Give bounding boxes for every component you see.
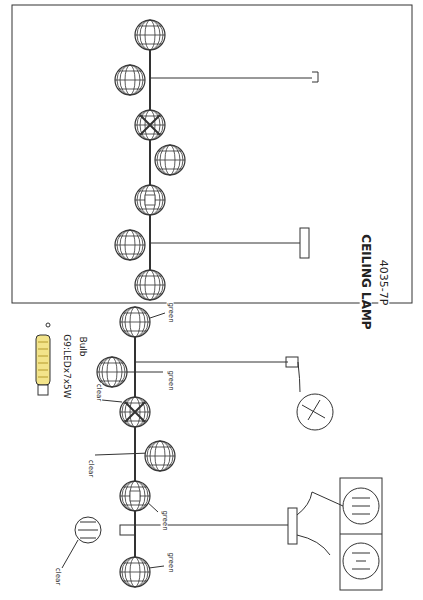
glass-globe [135, 20, 165, 50]
leader [150, 313, 165, 318]
bulb-lines [38, 342, 48, 377]
glass-globe [120, 307, 150, 337]
glass-color-label: green [161, 509, 168, 531]
glass-globe [135, 110, 165, 140]
lamp-bar [149, 35, 151, 285]
bulb-base [38, 385, 48, 395]
glass-color-label: clear [96, 382, 103, 401]
leader [149, 566, 164, 568]
leader [126, 372, 163, 373]
suspension-rod [135, 525, 288, 526]
glass-globe [120, 557, 150, 587]
canopy [288, 508, 297, 544]
bulb-holder [120, 525, 135, 535]
rod-end [312, 72, 318, 82]
glass-globe [115, 65, 145, 95]
detail-parts [352, 498, 370, 569]
view-frame [12, 5, 412, 303]
detail-parts [78, 522, 98, 538]
glass-globe [145, 441, 175, 471]
wire [298, 362, 300, 392]
suspension-rod [150, 243, 300, 244]
glass-globe [120, 481, 150, 511]
title-text: CEILING LAMP [360, 233, 372, 330]
glass-color-label: green [167, 551, 174, 573]
wire [297, 492, 330, 555]
detail-parts [302, 400, 325, 420]
detail-circle [297, 394, 333, 430]
glass-color-label: clear [88, 458, 95, 477]
title-text: 4035-7P [378, 258, 389, 306]
leader [62, 540, 78, 568]
suspension-rod [135, 362, 288, 363]
detail-panel [340, 478, 382, 590]
bulb-icon [36, 335, 50, 385]
glass-color-label: green [167, 369, 174, 391]
canopy [300, 228, 309, 258]
leader [95, 453, 150, 455]
glass-globe [155, 145, 185, 175]
glass-color-label: clear [55, 566, 62, 585]
glass-globe [120, 397, 150, 427]
detail-circle [75, 517, 101, 543]
glass-globe [135, 185, 165, 215]
leader [312, 492, 343, 506]
glass-color-label: green [167, 301, 174, 323]
bulb-pin [46, 323, 50, 327]
rod-clamp [286, 357, 298, 367]
glass-globe [135, 270, 165, 300]
leader [102, 400, 122, 402]
glass-globe [115, 230, 145, 260]
suspension-rod [150, 78, 312, 79]
bulb-spec: G9:LEDx7x5W [62, 333, 71, 399]
panel-divider [340, 534, 382, 535]
bulb-spec: Bulb [78, 335, 87, 357]
